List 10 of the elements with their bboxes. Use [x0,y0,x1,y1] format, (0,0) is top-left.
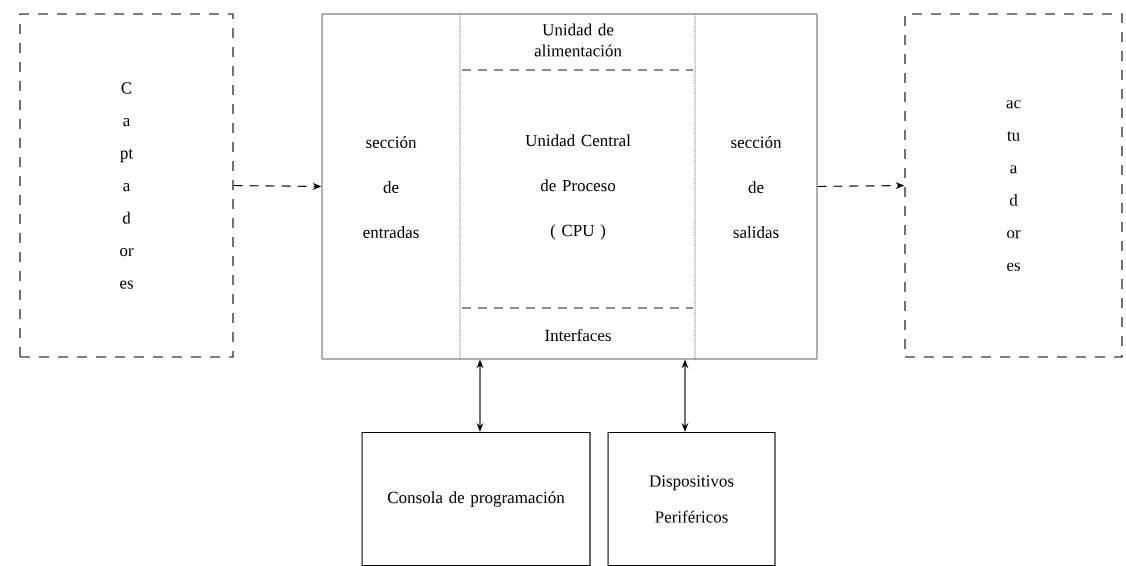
controller-box [321,13,818,360]
section-text: sección de salidas [731,136,782,238]
section-text: sección de entradas [363,136,419,238]
section-text: Unidad de alimentación [534,23,622,57]
dashed-box: Captadores [19,13,234,358]
dashed-box: actuadores [904,13,1123,358]
device-box: Consola de programación [361,431,591,566]
section-text: Unidad Central de Proceso ( CPU ) [525,134,631,240]
section-text: Interfaces [545,328,611,342]
device-box: Dispositivos Periféricos [607,431,776,566]
